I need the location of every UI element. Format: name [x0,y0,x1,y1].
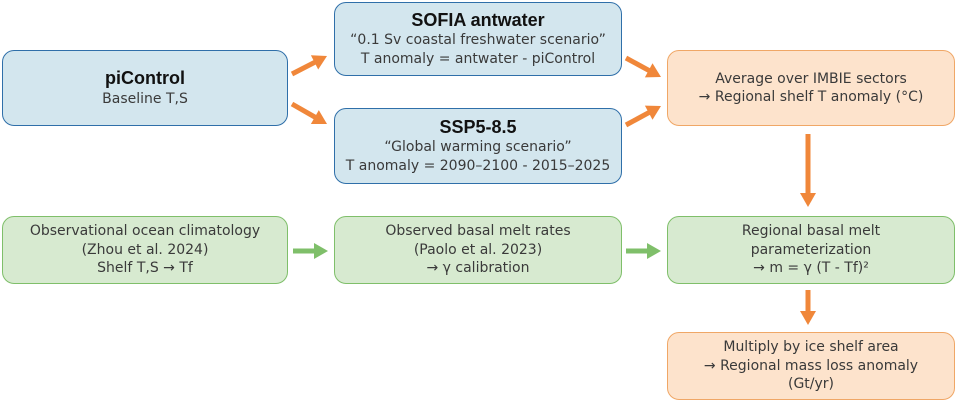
node-picontrol-title: piControl [105,67,185,88]
arrow-head [644,105,661,120]
arrow-param-to-multiply [800,290,816,325]
node-multiply-line: → Regional mass loss anomaly [703,357,919,374]
node-ssp-title: SSP5-8.5 [439,116,517,137]
node-sofia: SOFIA antwater “0.1 Sv coastal freshwate… [334,2,622,76]
arrow-shaft [290,59,317,77]
arrow-shaft [624,110,651,128]
node-obs-melt: Observed basal melt rates (Paolo et al. … [334,216,622,284]
node-param-line: Regional basal melt [741,223,881,240]
node-picontrol-line: Baseline T,S [102,90,188,107]
node-sofia-line: T anomaly = antwater - piControl [360,50,596,67]
arrow-average-to-param [800,134,816,207]
node-obs-melt-line: → γ calibration [426,260,530,277]
node-obs-melt-line: (Paolo et al. 2023) [413,241,543,258]
arrow-ssp-to-average [624,105,661,128]
arrow-picontrol-to-sofia [290,55,327,77]
arrow-shaft [624,55,651,73]
node-obs-clim-line: Shelf T,S → Tf [97,260,193,277]
node-param-line: → m = γ (T - Tf)² [753,260,869,277]
arrow-head [647,243,661,259]
node-param-line: parameterization [750,241,872,258]
node-ssp: SSP5-8.5 “Global warming scenario” T ano… [334,108,622,184]
arrow-picontrol-to-ssp [290,101,327,124]
node-average-line: Average over IMBIE sectors [715,70,907,87]
arrow-head [310,55,327,70]
arrow-head [314,243,328,259]
node-multiply: Multiply by ice shelf area → Regional ma… [667,332,955,400]
arrow-head [800,311,816,325]
node-ssp-line: T anomaly = 2090–2100 - 2015–2025 [345,157,611,174]
arrow-head [800,193,816,207]
node-obs-melt-line: Observed basal melt rates [385,223,571,240]
node-obs-clim-line: Observational ocean climatology [29,223,261,240]
node-average-line: → Regional shelf T anomaly (°C) [698,89,924,105]
arrow-head [310,110,327,124]
node-picontrol: piControl Baseline T,S [2,50,288,126]
node-sofia-title: SOFIA antwater [411,9,545,30]
node-sofia-line: “0.1 Sv coastal freshwater scenario” [350,32,606,49]
node-ssp-line: “Global warming scenario” [384,139,572,156]
node-param: Regional basal melt parameterization → m… [667,216,955,284]
node-obs-clim-line: (Zhou et al. 2024) [81,241,209,258]
node-average: Average over IMBIE sectors → Regional sh… [667,50,955,126]
arrow-shaft [290,101,317,120]
node-multiply-line: Multiply by ice shelf area [723,339,899,356]
node-multiply-line: (Gt/yr) [787,376,835,393]
arrow-obs_clim-to-obs_melt [293,243,328,259]
arrow-obs_melt-to-param [626,243,661,259]
arrow-head [644,63,661,78]
node-obs-clim: Observational ocean climatology (Zhou et… [2,216,288,284]
arrow-sofia-to-average [624,55,661,78]
